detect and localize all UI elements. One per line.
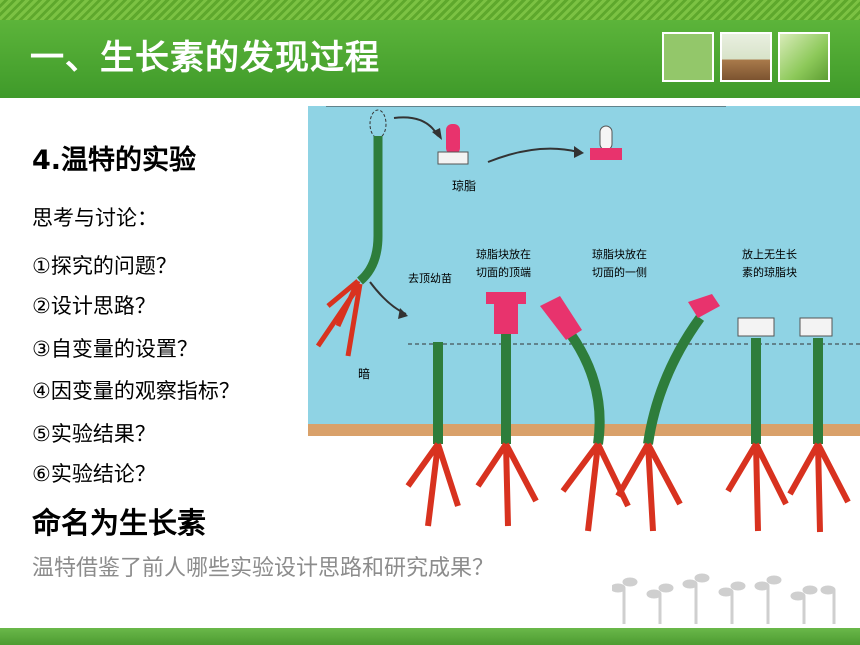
label-agar: 琼脂 (452, 178, 476, 193)
question-4: ④因变量的观察指标？ (32, 379, 240, 403)
label-col3-line2: 切面的一侧 (592, 265, 647, 279)
green-tile-image (662, 32, 714, 82)
label-decapitated-seedling: 去顶幼苗 (408, 272, 452, 285)
question-5: ⑤实验结果？ (32, 422, 156, 446)
top-stripe (0, 0, 860, 20)
seedling-image (720, 32, 772, 82)
label-col4-line1: 放上无生长 (742, 247, 797, 261)
section-heading: 4.温特的实验 (32, 145, 197, 176)
page-title: 一、生长素的发现过程 (30, 38, 380, 78)
discussion-label: 思考与讨论： (32, 206, 158, 230)
question-2: ②设计思路？ (32, 294, 156, 318)
label-col4-line2: 素的琼脂块 (742, 265, 797, 279)
title-bar (0, 20, 860, 98)
named-auxin: 命名为生长素 (32, 506, 207, 540)
label-col3-line1: 琼脂块放在 (592, 247, 647, 261)
leaves-image (778, 32, 830, 82)
bottom-bar (0, 628, 860, 645)
question-1: ①探究的问题？ (32, 254, 177, 278)
label-dark: 暗 (358, 366, 370, 381)
label-col2-line2: 切面的顶端 (476, 265, 531, 279)
sprout-decoration (612, 573, 836, 624)
label-col2-line1: 琼脂块放在 (476, 247, 531, 261)
question-3: ③自变量的设置？ (32, 337, 198, 361)
went-experiment-figure: 琼脂 去顶幼苗 琼脂块放在 切面的顶端 琼脂块放在 切面的一侧 放上无生长 素的… (308, 105, 860, 542)
footnote-question: 温特借鉴了前人哪些实验设计思路和研究成果？ (32, 556, 495, 581)
experiment-illustration: 琼脂 去顶幼苗 琼脂块放在 切面的顶端 琼脂块放在 切面的一侧 放上无生长 素的… (308, 105, 860, 542)
question-6: ⑥实验结论？ (32, 462, 156, 486)
